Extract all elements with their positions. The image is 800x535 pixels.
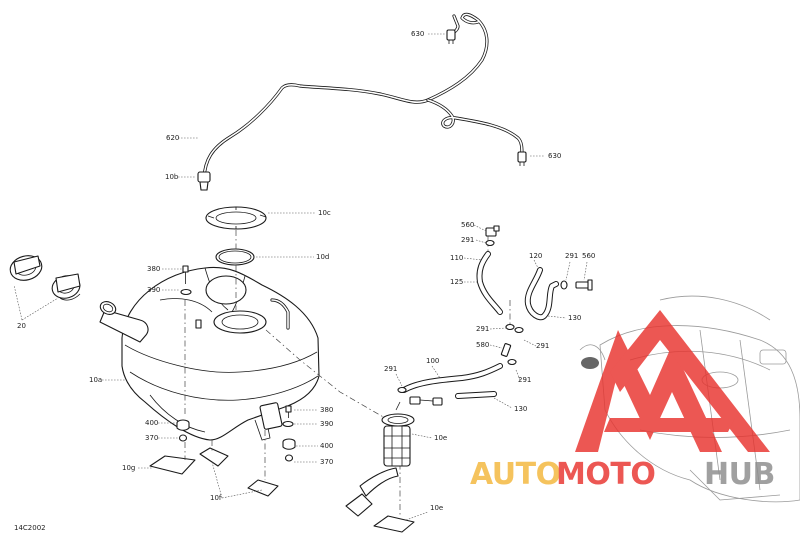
clamp-291-f [507,358,517,366]
watermark-text-auto: AUTO [470,457,561,492]
label-580: 580 [476,341,489,349]
pad-10f-b [247,479,279,497]
label-560-b: 560 [582,252,595,260]
clamp-291-d [397,386,407,394]
assembly-line-pump [265,329,386,419]
vent-valve-10b [197,171,211,191]
diagram-id: 14C2002 [14,524,46,532]
label-10g: 10g [122,464,135,472]
label-120: 120 [529,252,542,260]
watermark-text-hub: HUB [704,457,775,492]
label-10e-b: 10e [430,504,443,512]
fuel-cap-left [9,255,43,281]
label-291-a: 291 [461,236,474,244]
label-125: 125 [450,278,463,286]
connector-560-right [575,279,593,291]
label-370-left: 370 [145,434,158,442]
tank-vent-tube [270,298,290,330]
vent-valve-630-right [517,151,527,166]
hose-120-130 [524,267,559,321]
bolt-380-top [182,265,189,284]
callout-labels: 630 630 620 10b 10c 10d 380 390 20 10a 4… [14,30,595,532]
watermark-logo: AUTO MOTO HUB [470,310,775,492]
pad-10e [373,515,415,533]
label-630-right: 630 [548,152,561,160]
grommet-400-right [282,438,296,450]
label-10b: 10b [165,173,179,181]
label-380-right: 380 [320,406,333,414]
pad-10g [149,455,196,475]
clamp-291-e [514,326,524,334]
label-291-c: 291 [476,325,489,333]
label-400-left: 400 [145,419,158,427]
washer-390-right [282,420,294,428]
filler-neck [99,301,149,343]
fuel-tank [121,266,320,441]
label-380-top: 380 [147,265,160,273]
label-291-b: 291 [565,252,578,260]
label-10d: 10d [316,253,329,261]
leader-lines [102,33,588,521]
label-10f: 10f [210,494,222,502]
nut-370-left [178,434,188,442]
fuel-line-100 [401,363,503,393]
label-291-f: 291 [518,376,531,384]
fuel-cap-right [51,273,81,301]
clamp-291-a [485,239,495,247]
watermark-triangle-icon [575,310,770,452]
leader-20 [13,284,59,321]
fuel-pump-module [345,396,443,517]
washer-390-top [180,288,192,296]
label-291-d: 291 [536,342,549,350]
label-130-a: 130 [568,314,581,322]
label-20: 20 [17,322,26,330]
hose-110-125 [476,251,503,315]
nut-370-right [284,454,294,462]
label-390-top: 390 [147,286,160,294]
connector-560-top [485,225,500,237]
clamp-291-b [560,280,568,290]
assembly-line-pads [211,430,266,480]
watermark-text-moto: MOTO [556,457,655,492]
label-400-right: 400 [320,442,333,450]
vent-line [202,12,524,180]
label-110: 110 [450,254,463,262]
locking-ring [205,206,267,230]
label-10c: 10c [318,209,331,217]
pad-10f-a [199,447,229,467]
label-100: 100 [426,357,439,365]
ghost-cap-icon [581,357,599,369]
label-630-top: 630 [411,30,424,38]
label-130-b: 130 [514,405,527,413]
hose-130-lower [455,391,497,399]
label-10e-a: 10e [434,434,447,442]
tank-stud [195,319,202,329]
label-291-e: 291 [384,365,397,373]
grommet-400-left [176,419,190,431]
label-620: 620 [166,134,179,142]
connector-580 [500,343,512,357]
clamp-291-c [505,323,515,331]
label-370-right: 370 [320,458,333,466]
bolt-380-right [285,405,292,418]
seal-gasket [215,248,255,266]
label-10a: 10a [89,376,102,384]
assembly-line-hose [487,236,511,330]
label-560-top: 560 [461,221,474,229]
label-390-right: 390 [320,420,333,428]
vent-valve-630-top [446,29,456,44]
